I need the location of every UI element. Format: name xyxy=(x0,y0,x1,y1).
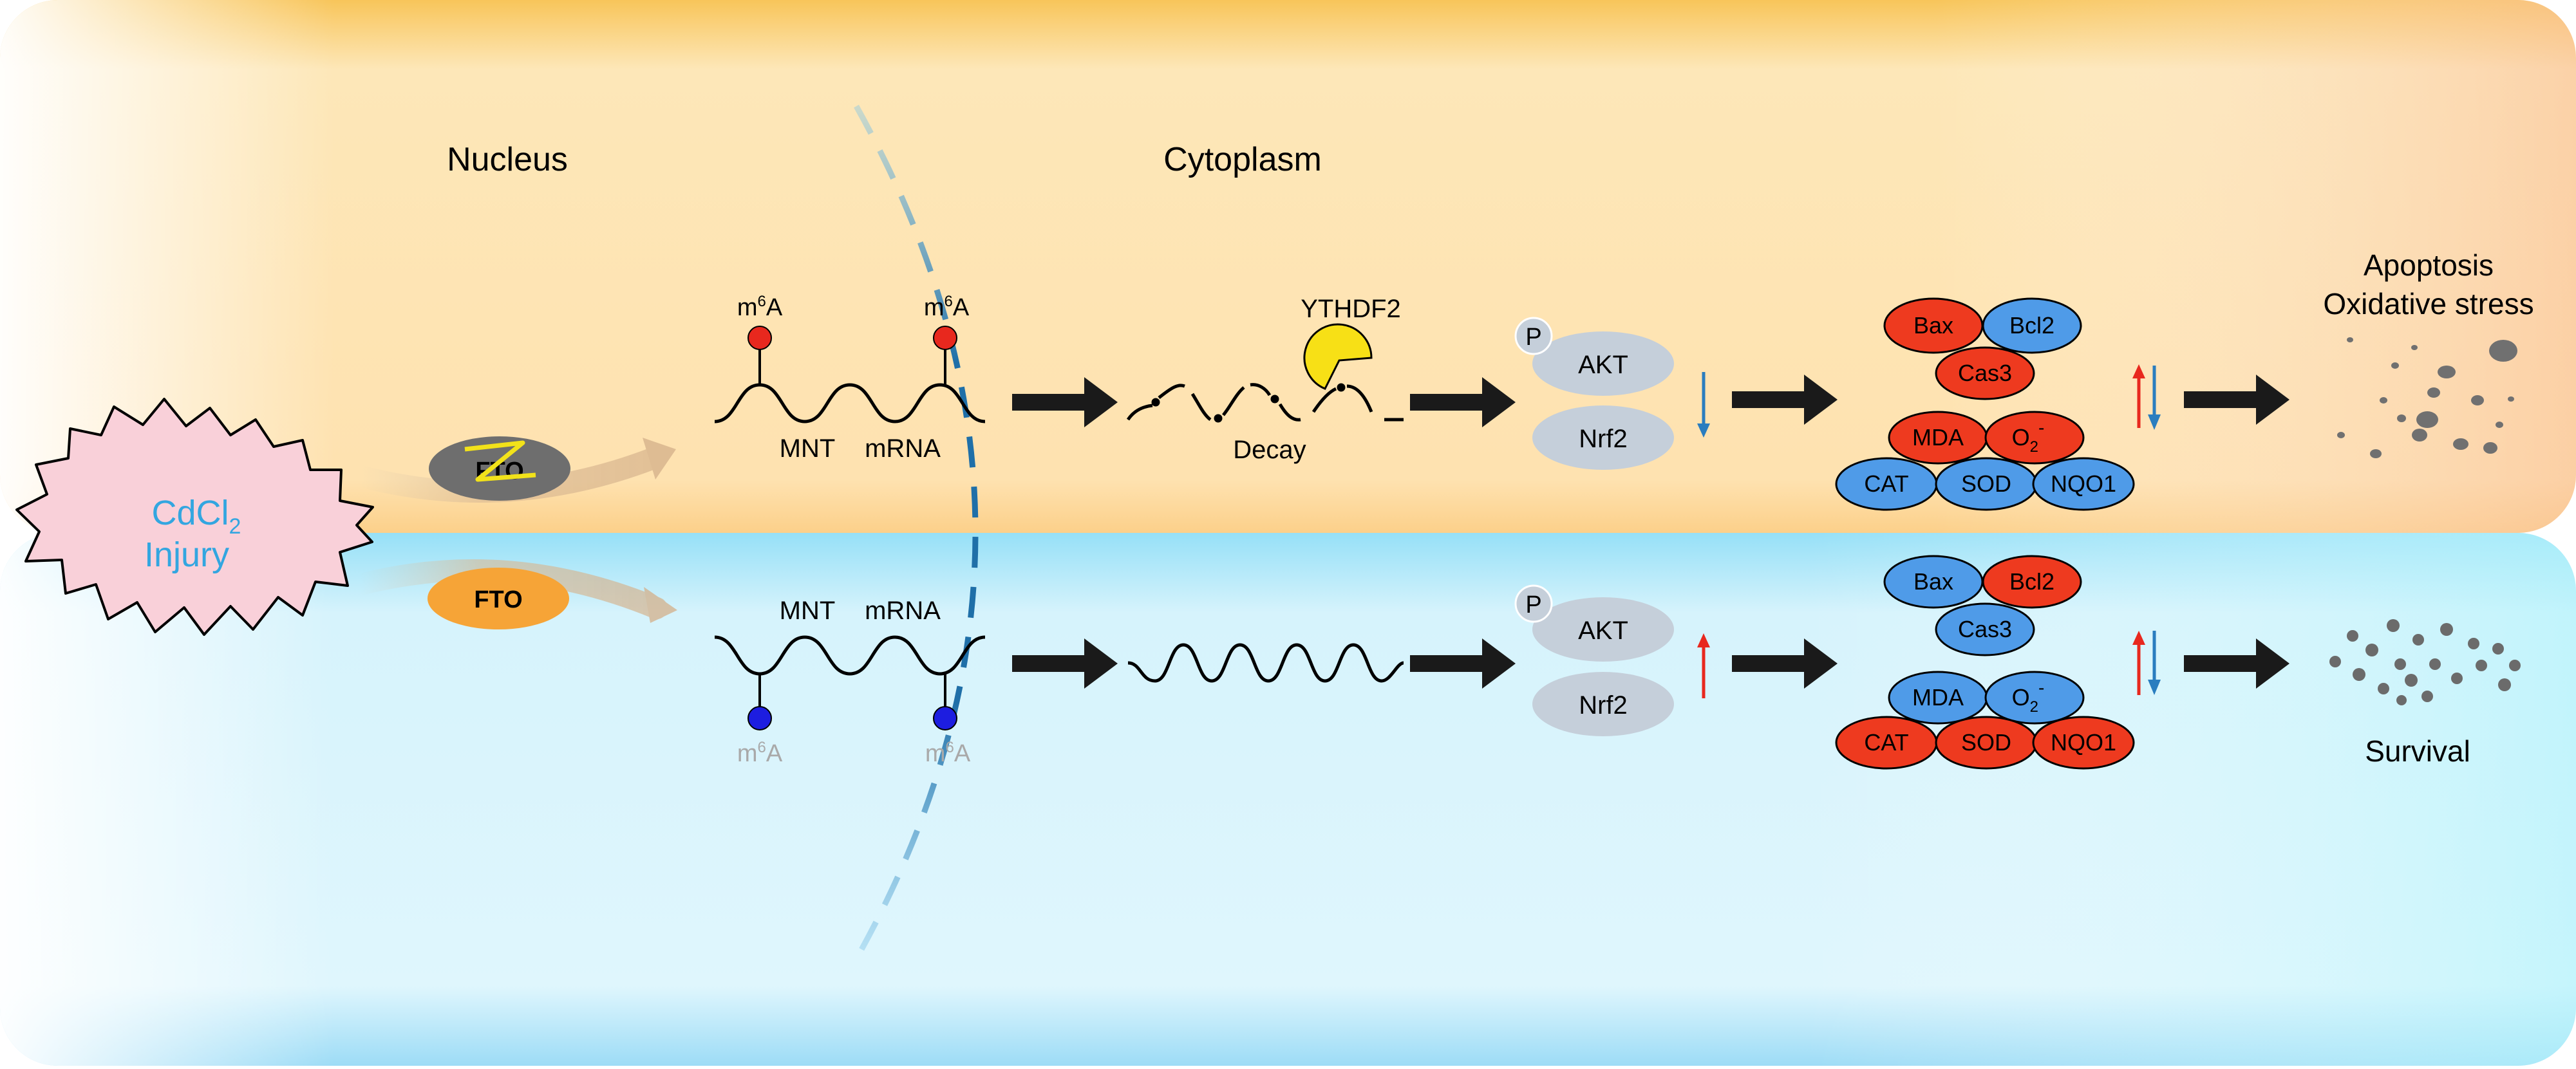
mrna-top: m6A m6A MNT mRNA xyxy=(714,293,986,463)
mnt-label: MNT xyxy=(780,434,836,463)
m6a-site xyxy=(747,706,772,730)
nrf2-label: Nrf2 xyxy=(1579,425,1628,453)
flow-arrows xyxy=(1012,375,2289,689)
svg-text:Cas3: Cas3 xyxy=(1958,616,2012,642)
nrf2-label: Nrf2 xyxy=(1579,691,1628,720)
svg-text:O2-: O2- xyxy=(2012,678,2045,716)
lightning-icon xyxy=(464,440,536,482)
svg-text:CAT: CAT xyxy=(1864,729,1908,756)
down-arrow-icon xyxy=(2148,414,2161,430)
oxidative-stress-label: Oxidative stress xyxy=(2323,287,2534,321)
phospho-icon xyxy=(1514,584,1553,623)
updown-arrows-bottom xyxy=(2132,631,2161,695)
svg-text:NQO1: NQO1 xyxy=(2051,470,2116,497)
flow-arrow xyxy=(1410,638,1516,689)
flow-arrow xyxy=(1012,377,1118,427)
cdcl2-injury-burst: CdCl2 Injury xyxy=(15,398,374,636)
up-arrow-icon xyxy=(2132,364,2145,378)
decayed-mrna xyxy=(1126,383,1404,423)
mrna-label: mRNA xyxy=(865,597,941,625)
bcl2-marker xyxy=(1982,297,2082,354)
markers-top xyxy=(1835,297,2135,511)
o2-marker xyxy=(1984,671,2085,725)
intact-mrna xyxy=(1127,643,1404,683)
cas3-marker xyxy=(1935,346,2035,400)
ythdf2-reader: YTHDF2 xyxy=(1301,295,1401,390)
flow-arrow xyxy=(1732,638,1838,689)
svg-text:SOD: SOD xyxy=(1961,729,2011,756)
apoptotic-cells-icon xyxy=(2337,337,2517,458)
m6a-site xyxy=(933,706,957,730)
mrna-bottom: m6A m6A MNT mRNA xyxy=(714,597,986,767)
mrna-label: mRNA xyxy=(865,434,941,463)
markers-top-labels: Bax Bcl2 Cas3 MDA O2- CAT SOD NQO1 xyxy=(1864,312,2116,497)
injury-panel xyxy=(0,0,2576,533)
akt-nrf2-bottom: P AKT Nrf2 xyxy=(1514,584,1710,736)
markers-bottom xyxy=(1835,555,2135,770)
nqo1-marker xyxy=(2032,457,2135,511)
svg-text:CAT: CAT xyxy=(1864,470,1908,497)
flow-arrow xyxy=(1732,375,1838,425)
cas3-marker xyxy=(1935,602,2035,656)
cytoplasm-label: Cytoplasm xyxy=(1163,141,1322,178)
svg-text:Bax: Bax xyxy=(1913,568,1953,595)
injury-text-2: Injury xyxy=(144,535,229,574)
svg-text:NQO1: NQO1 xyxy=(2051,729,2116,756)
survival-label: Survival xyxy=(2365,734,2470,768)
m6a-site xyxy=(933,326,957,350)
injury-text: CdCl2 xyxy=(152,494,241,539)
m6a-label: m6A xyxy=(925,739,971,767)
akt-nrf2-top: P AKT Nrf2 xyxy=(1514,317,1710,470)
protection-panel xyxy=(0,533,2576,1066)
nuclear-membrane xyxy=(854,104,979,961)
bcl2-marker xyxy=(1982,555,2082,609)
svg-text:P: P xyxy=(1525,324,1541,351)
up-arrow-icon xyxy=(2132,631,2145,645)
akt-label: AKT xyxy=(1578,351,1628,379)
svg-text:Cas3: Cas3 xyxy=(1958,360,2012,386)
m6a-label: m6A xyxy=(924,293,970,321)
fto-active: FTO xyxy=(428,568,569,629)
svg-text:Bax: Bax xyxy=(1913,312,1953,339)
fto-inactive: FTO xyxy=(429,436,570,501)
svg-text:O2-: O2- xyxy=(2012,418,2045,456)
phospho-icon xyxy=(1514,317,1553,355)
updown-arrows-top xyxy=(2132,364,2161,430)
svg-text:Bcl2: Bcl2 xyxy=(2009,312,2054,339)
apoptosis-label: Apoptosis xyxy=(2364,248,2494,282)
m6a-label: m6A xyxy=(737,739,783,767)
decay-label: Decay xyxy=(1233,436,1306,464)
akt-label: AKT xyxy=(1578,617,1628,645)
nucleus-label: Nucleus xyxy=(447,141,568,178)
m6a-site xyxy=(747,326,772,350)
m6a-label: m6A xyxy=(737,293,783,321)
nqo1-marker xyxy=(2032,716,2135,770)
flow-arrow xyxy=(2184,638,2289,689)
svg-text:FTO: FTO xyxy=(474,586,522,613)
svg-text:P: P xyxy=(1525,591,1541,618)
o2-marker xyxy=(1984,411,2085,465)
surviving-cells-icon xyxy=(2329,619,2521,705)
svg-text:Bcl2: Bcl2 xyxy=(2009,568,2054,595)
svg-text:MDA: MDA xyxy=(1912,684,1964,711)
mnt-label: MNT xyxy=(780,597,836,625)
markers-bottom-labels: Bax Bcl2 Cas3 MDA O2- CAT SOD NQO1 xyxy=(1864,568,2116,756)
flow-arrow xyxy=(1012,638,1118,689)
down-arrow-icon xyxy=(2148,680,2161,695)
flow-arrow xyxy=(2184,375,2289,425)
svg-text:MDA: MDA xyxy=(1912,424,1964,451)
ythdf2-label: YTHDF2 xyxy=(1301,295,1401,323)
flow-arrow xyxy=(1410,377,1516,427)
svg-text:SOD: SOD xyxy=(1961,470,2011,497)
